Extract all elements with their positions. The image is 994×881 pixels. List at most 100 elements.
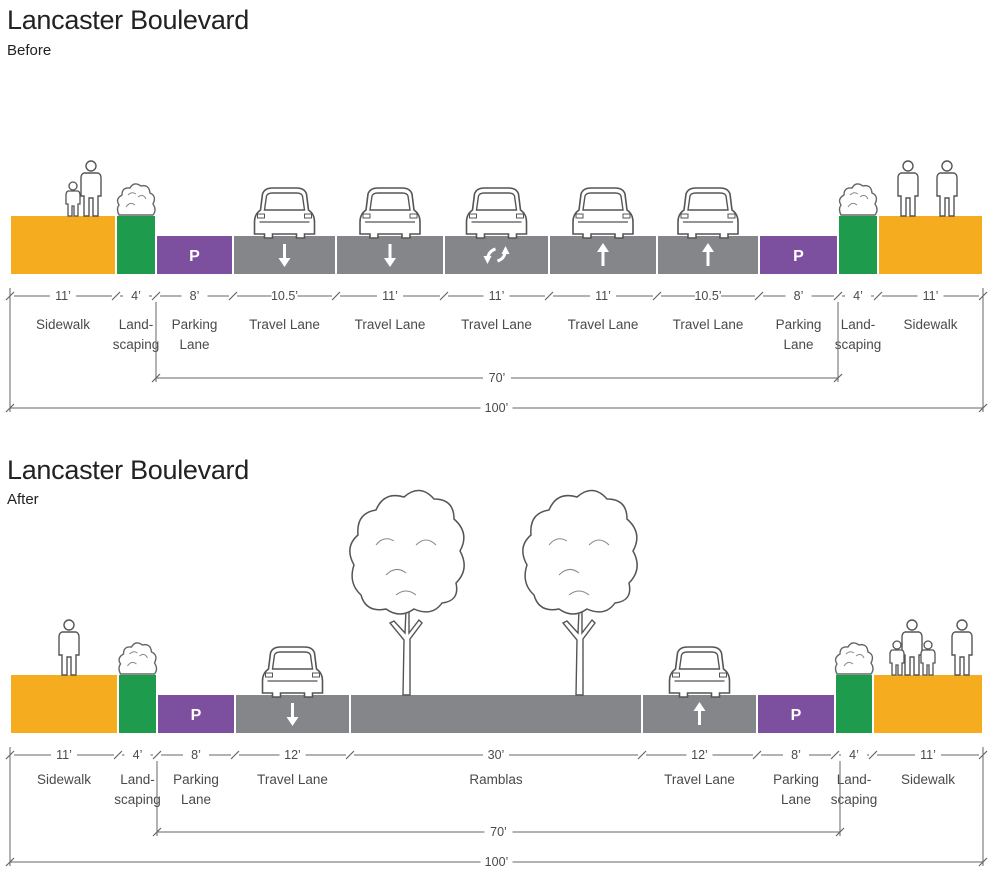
parking-p-marker: P bbox=[791, 707, 802, 724]
shrub-icon bbox=[116, 183, 156, 216]
dimension-value: 8’ bbox=[190, 289, 200, 303]
shrub-icon bbox=[838, 183, 878, 216]
dimension-tick bbox=[978, 403, 988, 413]
arrow-up-icon bbox=[597, 243, 609, 266]
dimension-value: 11’ bbox=[55, 289, 71, 303]
segment-label: Sidewalk bbox=[36, 317, 90, 332]
car-icon bbox=[677, 187, 739, 239]
dimension-tick bbox=[978, 857, 988, 867]
pedestrian-icon bbox=[897, 160, 919, 217]
sidewalk-segment bbox=[874, 675, 982, 733]
dimension-tick bbox=[5, 857, 15, 867]
sidewalk-segment bbox=[11, 675, 117, 733]
dimension-tick bbox=[637, 750, 647, 760]
segment-label: scaping bbox=[113, 337, 160, 352]
arrow-head bbox=[278, 258, 291, 267]
dimension-value: 11’ bbox=[923, 289, 939, 303]
dimension-tick bbox=[151, 373, 161, 383]
dimension-tick bbox=[868, 750, 878, 760]
dimension-value: 11’ bbox=[595, 289, 611, 303]
segment-label: Lane bbox=[179, 337, 209, 352]
arrow-up-icon bbox=[693, 702, 706, 725]
pedestrian-icon bbox=[936, 160, 958, 217]
icons bbox=[65, 160, 958, 239]
car-icon bbox=[572, 187, 634, 239]
pedestrian-icon bbox=[920, 640, 936, 676]
dimension-tick bbox=[652, 291, 662, 301]
after-title: Lancaster Boulevard bbox=[7, 455, 249, 485]
dimension-value: 4’ bbox=[849, 748, 859, 762]
segment-label: Travel Lane bbox=[249, 317, 320, 332]
segment-label: Land- bbox=[119, 317, 154, 332]
segment-label: Parking bbox=[773, 772, 819, 787]
dimension-value: 10.5’ bbox=[271, 289, 298, 303]
car-icon bbox=[261, 646, 324, 698]
dimension-tick bbox=[345, 750, 355, 760]
dimension-tick bbox=[151, 291, 161, 301]
dimension-tick bbox=[873, 291, 883, 301]
curb-total-value: 70’ bbox=[489, 371, 506, 385]
landscaping-segment bbox=[836, 675, 872, 733]
dimension-value: 4’ bbox=[131, 289, 141, 303]
tree-icon bbox=[349, 489, 465, 696]
dimension-tick bbox=[754, 291, 764, 301]
segment-label: scaping bbox=[835, 337, 882, 352]
parking-segment bbox=[760, 236, 837, 274]
arrow-head bbox=[286, 717, 299, 726]
landscaping-segment bbox=[117, 216, 155, 274]
dimension-tick bbox=[439, 291, 449, 301]
shrub-icon bbox=[834, 642, 874, 675]
sidewalk-segment bbox=[11, 216, 115, 274]
dimension-value: 8’ bbox=[791, 748, 801, 762]
dimension-value: 11’ bbox=[489, 289, 505, 303]
dimension-value: 12’ bbox=[691, 748, 708, 762]
tree-icon bbox=[522, 489, 638, 696]
segment-label: Travel Lane bbox=[664, 772, 735, 787]
dimension-tick bbox=[228, 291, 238, 301]
segment-label: Parking bbox=[172, 317, 218, 332]
dimension-value: 11’ bbox=[382, 289, 398, 303]
dimension-value: 8’ bbox=[794, 289, 804, 303]
icons bbox=[58, 489, 973, 698]
arrow-down-icon bbox=[286, 703, 299, 726]
dimension-tick bbox=[113, 750, 123, 760]
segment-label: Lane bbox=[783, 337, 813, 352]
parking-segment bbox=[758, 695, 834, 733]
dimension-tick bbox=[5, 403, 15, 413]
segment-label: Land- bbox=[120, 772, 155, 787]
dimension-tick bbox=[544, 291, 554, 301]
arrow-head bbox=[702, 243, 714, 252]
dimension-value: 12’ bbox=[284, 748, 301, 762]
dimension-tick bbox=[835, 827, 845, 837]
segment-label: Land- bbox=[837, 772, 872, 787]
segment-label: Sidewalk bbox=[901, 772, 955, 787]
arrow-up-icon bbox=[702, 243, 714, 266]
dimension-tick bbox=[830, 750, 840, 760]
dimension-value: 11’ bbox=[56, 748, 72, 762]
segment-label: Lane bbox=[781, 792, 811, 807]
curb-total-value: 70’ bbox=[490, 825, 507, 839]
segment-label: Ramblas bbox=[469, 772, 523, 787]
pedestrian-icon bbox=[951, 619, 973, 676]
segment-label: Travel Lane bbox=[673, 317, 744, 332]
dimension-value: 11’ bbox=[920, 748, 936, 762]
arrow-head bbox=[384, 258, 396, 267]
total-value: 100’ bbox=[485, 401, 509, 415]
segment-label: Parking bbox=[173, 772, 219, 787]
segment-label: Parking bbox=[776, 317, 822, 332]
dimension-tick bbox=[833, 373, 843, 383]
landscaping-segment bbox=[839, 216, 877, 274]
shrub-icon bbox=[118, 642, 158, 675]
segment-label: Travel Lane bbox=[461, 317, 532, 332]
arrow-down-icon bbox=[384, 244, 396, 267]
sidewalk-segment bbox=[879, 216, 982, 274]
landscaping-segment bbox=[119, 675, 156, 733]
segment-label: scaping bbox=[114, 792, 161, 807]
travel-segment bbox=[445, 236, 548, 274]
segment-label: Sidewalk bbox=[903, 317, 957, 332]
dimension-tick bbox=[331, 291, 341, 301]
